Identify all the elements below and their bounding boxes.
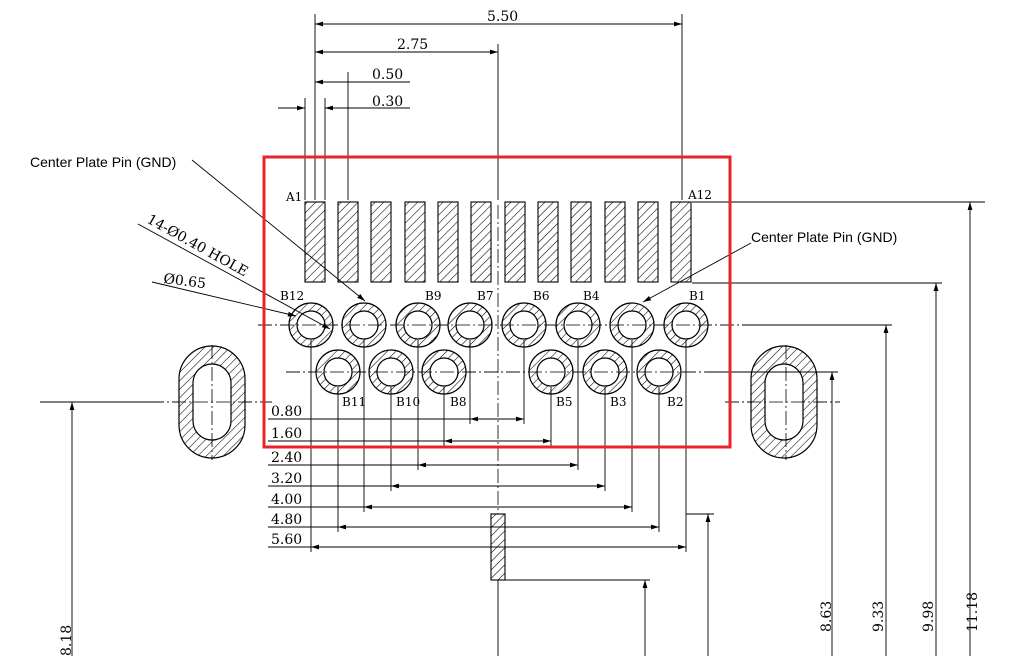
label-b1: B1 [689,289,705,303]
label-b8: B8 [450,395,466,409]
label-a1: A1 [285,190,302,204]
label-b3: B3 [610,395,626,409]
label-b6: B6 [533,289,549,303]
b-row-pins [258,302,742,395]
bottom-dimensions: 0.80 1.60 2.40 3.20 4.00 4.80 5.60 [268,340,687,552]
label-b10: B10 [396,395,420,409]
dim-3-20: 3.20 [271,471,302,487]
b-bottom-labels: B11 B10 B8 B5 B3 B2 [342,395,683,409]
dim-1-60: 1.60 [271,426,302,442]
dim-5-60: 5.60 [271,532,302,548]
note-dia-065: Ø0.65 [163,271,207,292]
a-pin-1 [304,201,326,283]
dim-11-18: 11.18 [965,592,981,632]
a-pin-4 [404,201,426,283]
a-pin-6 [470,201,492,283]
dim-4-00: 4.00 [271,492,302,508]
a-row-pins [304,201,692,283]
label-a12: A12 [687,188,712,202]
label-b11: B11 [342,395,366,409]
a-pin-11 [637,201,659,283]
label-b9: B9 [425,289,441,303]
note-hole: 14-Ø0.40 HOLE [144,212,250,281]
dim-8-18: 8.18 [59,625,75,656]
vertical-dimensions: 11.18 9.98 9.33 8.63 8.18 [40,201,985,656]
a-pin-12 [670,201,692,283]
highlight-box [262,155,732,449]
label-b5: B5 [556,395,572,409]
label-b2: B2 [667,395,683,409]
dim-0-50: 0.50 [372,67,403,83]
note-center-plate-left: Center Plate Pin (GND) [30,154,176,170]
a-pin-10 [604,201,626,283]
top-dimensions: 5.50 2.75 0.50 0.30 [278,9,683,200]
dim-4-80: 4.80 [271,512,302,528]
a-pin-7 [504,201,526,283]
right-slot-hole [750,345,818,459]
note-center-plate-right: Center Plate Pin (GND) [751,229,897,245]
a-pin-9 [570,201,592,283]
dim-0-30: 0.30 [372,94,403,110]
dim-2-75: 2.75 [397,37,428,53]
label-b12: B12 [280,289,304,303]
dim-5-50: 5.50 [487,9,518,25]
label-b7: B7 [477,289,493,303]
a-pin-2 [337,201,359,283]
label-b4: B4 [583,289,600,303]
dim-8-63: 8.63 [819,601,835,632]
b-top-labels: B12 B9 B7 B6 B4 B1 [280,289,705,303]
dim-0-80: 0.80 [271,404,302,420]
a-pin-8 [537,201,559,283]
a-pin-3 [370,201,392,283]
dim-9-98: 9.98 [921,601,937,632]
dim-9-33: 9.33 [871,601,887,632]
dim-2-40: 2.40 [271,450,302,466]
leader-notes: Center Plate Pin (GND) Center Plate Pin … [30,154,897,330]
a-pin-5 [437,201,459,283]
